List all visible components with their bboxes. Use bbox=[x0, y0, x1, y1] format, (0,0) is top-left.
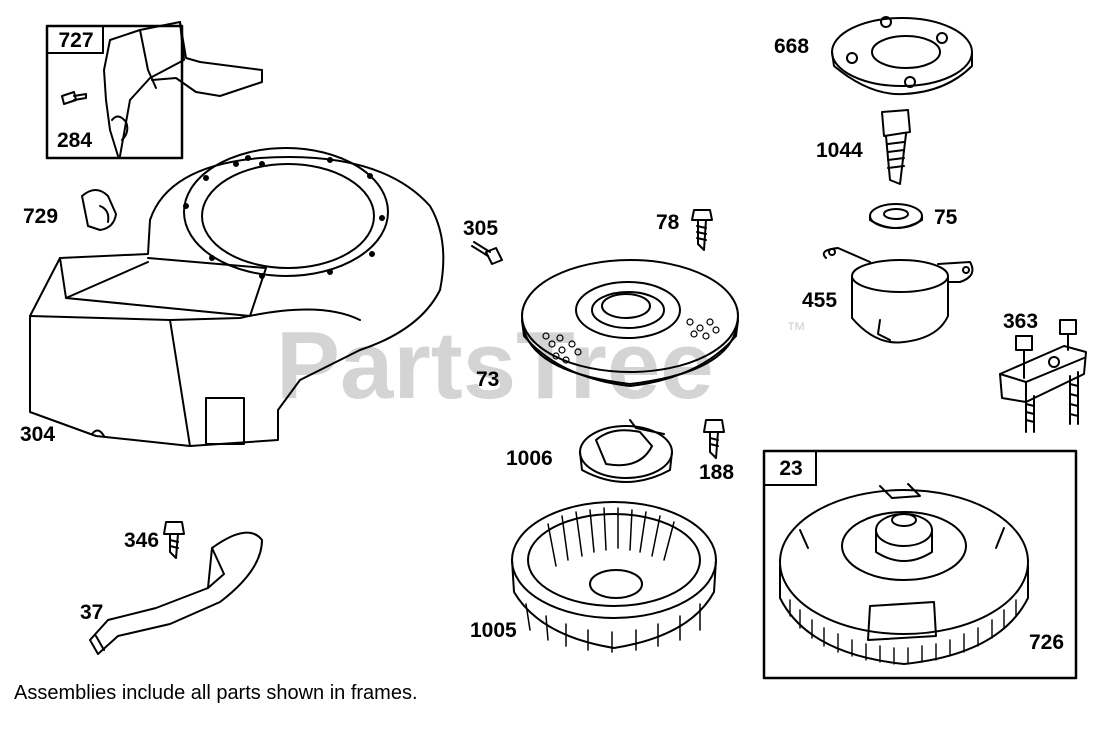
part-1044-bolt bbox=[881, 109, 911, 185]
watermark: PartsTree bbox=[276, 312, 714, 419]
frame-23-box bbox=[762, 449, 1078, 680]
part-727-baffle bbox=[103, 21, 263, 157]
part-label-1044: 1044 bbox=[816, 139, 863, 162]
part-726-flywheel bbox=[779, 483, 1029, 665]
part-label-1006: 1006 bbox=[506, 447, 553, 470]
part-label-363: 363 bbox=[1003, 310, 1039, 333]
part-label-726: 726 bbox=[1029, 631, 1065, 654]
part-304-blower-housing bbox=[29, 147, 445, 447]
part-label-305: 305 bbox=[463, 217, 499, 240]
part-1006-retainer bbox=[579, 419, 673, 483]
part-label-1005: 1005 bbox=[470, 619, 517, 642]
part-455-cup bbox=[822, 247, 974, 344]
part-label-78: 78 bbox=[656, 211, 680, 234]
part-label-455: 455 bbox=[802, 289, 838, 312]
part-label-75: 75 bbox=[934, 206, 958, 229]
footnote: Assemblies include all parts shown in fr… bbox=[14, 682, 418, 704]
part-188-screw bbox=[703, 419, 725, 459]
part-label-668: 668 bbox=[774, 35, 810, 58]
part-729-grommet bbox=[81, 189, 117, 231]
part-75-washer bbox=[869, 203, 923, 229]
part-78-screw bbox=[691, 209, 713, 251]
part-284-screw bbox=[61, 91, 87, 105]
part-label-188: 188 bbox=[699, 461, 735, 484]
part-label-37: 37 bbox=[80, 601, 104, 624]
part-label-729: 729 bbox=[23, 205, 59, 228]
part-363-bracket bbox=[999, 319, 1087, 433]
part-73-rotating-screen bbox=[521, 259, 739, 387]
part-label-284: 284 bbox=[57, 129, 93, 152]
frame-727-box bbox=[45, 24, 184, 160]
part-label-304: 304 bbox=[20, 423, 56, 446]
part-label-73: 73 bbox=[476, 368, 500, 391]
watermark-tm: ™ bbox=[786, 319, 806, 341]
part-label-346: 346 bbox=[124, 529, 160, 552]
part-37-air-guide bbox=[89, 531, 263, 655]
frame-label-23: 23 bbox=[779, 457, 803, 480]
part-668-base bbox=[831, 16, 973, 96]
frame-label-727: 727 bbox=[58, 29, 94, 52]
part-346-screw bbox=[163, 521, 185, 559]
part-1005-flywheel-fan bbox=[511, 501, 717, 653]
part-305-screw bbox=[471, 241, 503, 265]
